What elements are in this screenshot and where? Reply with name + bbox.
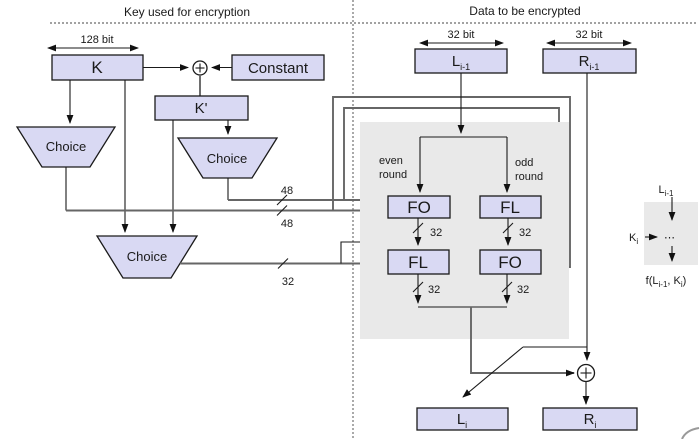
r-new-box — [542, 407, 638, 431]
key-width-label: 128 bit — [80, 34, 113, 46]
choice1-label: Choice — [46, 139, 86, 154]
r-prev-label: Ri-1 — [579, 53, 600, 72]
xor-bottom-icon — [576, 363, 596, 383]
bus-slash-32 — [277, 258, 289, 269]
mini-k-label: Ki — [629, 232, 638, 246]
bus-width-48b: 48 — [281, 218, 293, 230]
choice3-selector — [95, 235, 199, 279]
mini-l-label: Li-1 — [658, 184, 674, 198]
fo1-label: FO — [407, 198, 431, 217]
l-prev-box — [414, 48, 508, 74]
k-prime-box-label: K' — [195, 100, 208, 117]
r-to-li-diagonal-wire — [462, 346, 524, 398]
mini-dots: ⋯ — [664, 232, 675, 244]
xor-top-icon — [192, 60, 208, 76]
bus-width-48a: 48 — [281, 185, 293, 197]
fo1-box — [387, 195, 451, 219]
k-prime-box — [154, 95, 249, 121]
bus-slash-48b — [276, 205, 288, 216]
l-prev-label: Li-1 — [452, 53, 470, 72]
l-width-label: 32 bit — [448, 29, 475, 41]
key-section-title: Key used for encryption — [124, 5, 250, 19]
mini-f-label: f(Li-1, Ki) — [646, 275, 687, 289]
r-prev-box — [542, 48, 637, 74]
fo2-label: FO — [498, 253, 522, 272]
fl2-slash — [412, 281, 424, 293]
fl2-width: 32 — [428, 284, 440, 296]
fo2-width: 32 — [517, 284, 529, 296]
k-box-label: K — [91, 58, 103, 77]
bus-slash-48a — [276, 194, 288, 206]
fl1-box — [479, 195, 542, 219]
fo1-width: 32 — [430, 227, 442, 239]
key-section: 128 bit K Constant K' Choice Choice Choi… — [15, 34, 571, 288]
round-function-panel — [360, 122, 569, 339]
fo2-box — [479, 249, 542, 275]
fl1-width: 32 — [519, 227, 531, 239]
r-width-label: 32 bit — [576, 29, 603, 41]
constant-box-label: Constant — [248, 60, 309, 77]
choice1-selector — [15, 126, 117, 168]
k-box — [51, 54, 144, 81]
r-new-label: Ri — [584, 411, 597, 430]
fl1-slash — [502, 222, 514, 234]
f-output-bus — [470, 307, 575, 377]
choice2-selector — [176, 137, 279, 179]
fo1-slash — [412, 222, 424, 234]
bus-width-32: 32 — [282, 276, 294, 288]
f-function-mini-diagram: Li-1 Ki ⋯ f(Li-1, Ki) — [629, 184, 698, 289]
l-new-box — [416, 407, 509, 431]
data-section-title: Data to be encrypted — [469, 4, 580, 18]
fl1-label: FL — [500, 198, 520, 217]
fl2-label: FL — [408, 253, 428, 272]
l-new-label: Li — [457, 411, 467, 430]
corner-decoration — [681, 427, 700, 439]
fo2-slash — [501, 281, 513, 293]
choice2-label: Choice — [207, 151, 247, 166]
choice3-label: Choice — [127, 249, 167, 264]
